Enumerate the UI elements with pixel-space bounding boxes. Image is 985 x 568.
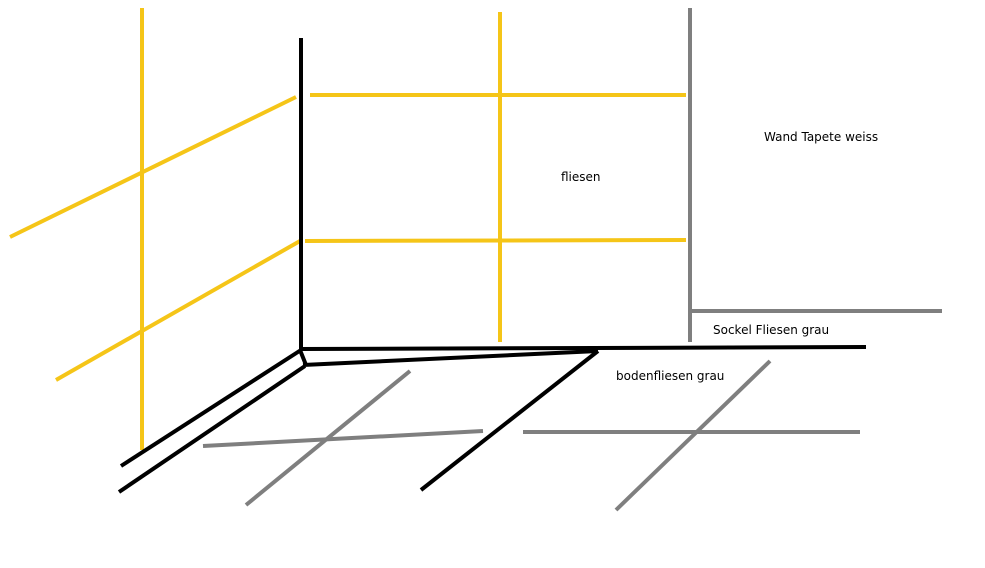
floor-edge-left [119, 348, 303, 468]
tile-line-left-lower [55, 239, 301, 382]
tile-line-left-upper [9, 95, 297, 239]
floor-tile-line-4 [614, 359, 772, 512]
floor-edge-diagonal [419, 349, 600, 492]
floor-tile-line-2 [244, 369, 412, 507]
label-tiles: fliesen [561, 170, 601, 184]
floor-edge-back-inner [302, 349, 599, 367]
floor-edge-back [299, 345, 867, 351]
corner-join [298, 349, 308, 366]
floor-tile-line-1 [202, 429, 484, 448]
label-wall: Wand Tapete weiss [764, 130, 879, 144]
tile-line-back-lower [304, 238, 687, 243]
floor-edge-left-inner [117, 364, 307, 494]
label-skirting: Sockel Fliesen grau [713, 323, 830, 337]
label-floor: bodenfliesen grau [616, 369, 725, 383]
